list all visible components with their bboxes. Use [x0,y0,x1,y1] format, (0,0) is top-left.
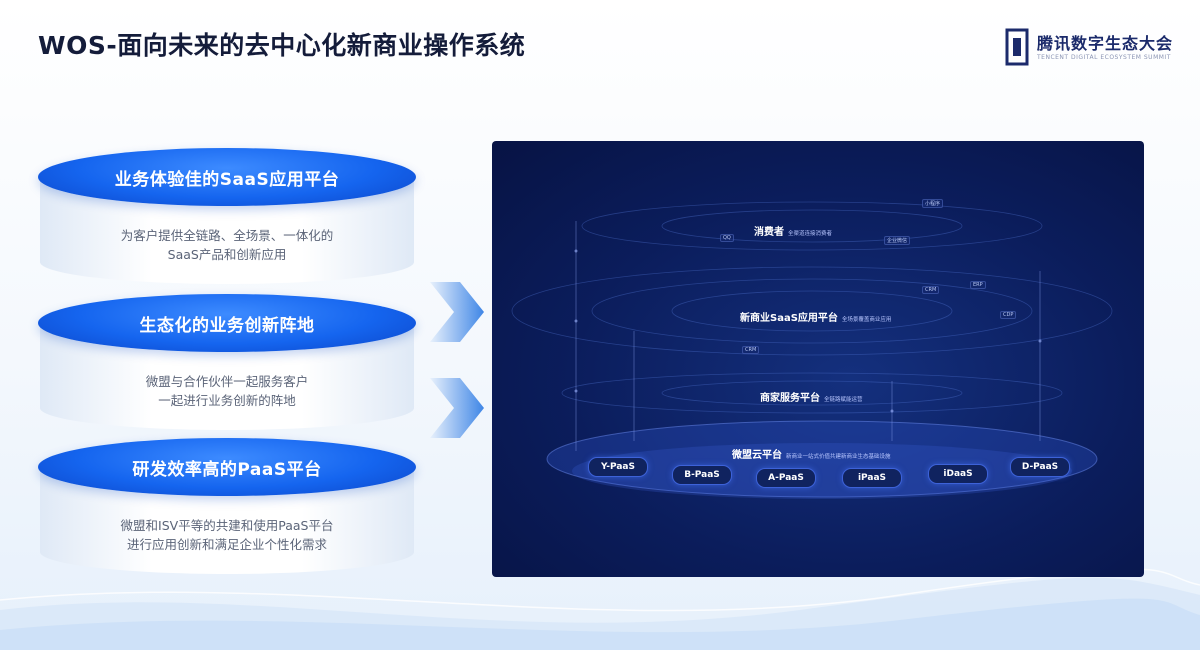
paas-i: iPaaS [842,468,902,488]
diagram-tag: ERP [970,281,986,289]
pillar-desc-line: 微盟和ISV平等的共建和使用PaaS平台 [120,518,334,533]
diagram-tag: CDP [1000,311,1017,319]
diagram-tag: 小程序 [922,199,944,208]
diagram-tag: QQ [720,234,734,242]
pillar-paas-platform: 研发效率高的PaaS平台 微盟和ISV平等的共建和使用PaaS平台 进行应用创新… [38,438,416,574]
arrow-right-icon [430,378,484,438]
diagram-tag: 企业微信 [884,236,911,245]
pillar-desc-line: SaaS产品和创新应用 [167,247,287,262]
logo-mark-icon [1005,28,1029,66]
tencent-summit-logo: 腾讯数字生态大会 TENCENT DIGITAL ECOSYSTEM SUMMI… [1005,28,1175,70]
pillar-cap: 生态化的业务创新阵地 [38,294,416,352]
paas-b: B-PaaS [672,465,732,485]
layer-name: 商家服务平台 [760,393,820,404]
arrow-right-icon [430,282,484,342]
bottom-wave-decoration [0,568,1200,650]
pillar-description: 微盟与合作伙伴一起服务客户 一起进行业务创新的阵地 [38,372,416,410]
layer-name: 微盟云平台 [732,450,782,461]
paas-a: A-PaaS [756,468,816,488]
pillar-heading: 研发效率高的PaaS平台 [132,459,322,480]
pillar-cap: 研发效率高的PaaS平台 [38,438,416,496]
layer-name: 新商业SaaS应用平台 [740,313,838,324]
pillar-heading: 业务体验佳的SaaS应用平台 [114,169,340,190]
paas-d: D-PaaS [1010,457,1070,477]
diagram-tag: CRM [742,346,760,354]
pillar-description: 为客户提供全链路、全场景、一体化的 SaaS产品和创新应用 [38,226,416,264]
layer-subtitle: 全渠道连接消费者 [788,231,833,237]
pillar-ecosystem: 生态化的业务创新阵地 微盟与合作伙伴一起服务客户 一起进行业务创新的阵地 [38,294,416,430]
layer-saas-platform: 新商业SaaS应用平台全场景覆盖商业应用 [740,306,891,325]
pillar-description: 微盟和ISV平等的共建和使用PaaS平台 进行应用创新和满足企业个性化需求 [38,516,416,554]
layer-subtitle: 全场景覆盖商业应用 [841,317,892,323]
paas-id: iDaaS [928,464,988,484]
page-title: WOS-面向未来的去中心化新商业操作系统 [38,31,526,60]
layer-subtitle: 新商业一站式价值共建新商业生态基础设施 [786,454,891,460]
layer-cloud-platform: 微盟云平台新商业一站式价值共建新商业生态基础设施 [732,443,891,462]
diagram-orbits [511,201,1113,499]
diagram-tag: CRM [922,286,940,294]
pillar-desc-line: 进行应用创新和满足企业个性化需求 [126,537,327,552]
layer-consumer: 消费者全渠道连接消费者 [754,220,832,239]
layer-subtitle: 全链路赋能运营 [824,397,863,403]
pillar-desc-line: 为客户提供全链路、全场景、一体化的 [120,228,334,243]
logo-text-cn: 腾讯数字生态大会 [1037,34,1174,53]
architecture-diagram-panel: 消费者全渠道连接消费者 新商业SaaS应用平台全场景覆盖商业应用 商家服务平台全… [492,141,1144,577]
paas-y: Y-PaaS [588,457,648,477]
pillar-desc-line: 一起进行业务创新的阵地 [158,393,296,408]
logo-text-en: TENCENT DIGITAL ECOSYSTEM SUMMIT [1037,54,1171,61]
layer-name: 消费者 [754,227,784,238]
pillar-saas-platform: 业务体验佳的SaaS应用平台 为客户提供全链路、全场景、一体化的 SaaS产品和… [38,148,416,284]
pillar-desc-line: 微盟与合作伙伴一起服务客户 [145,374,309,389]
layer-merchant-service: 商家服务平台全链路赋能运营 [760,386,863,405]
pillar-heading: 生态化的业务创新阵地 [139,315,315,336]
pillar-cap: 业务体验佳的SaaS应用平台 [38,148,416,206]
